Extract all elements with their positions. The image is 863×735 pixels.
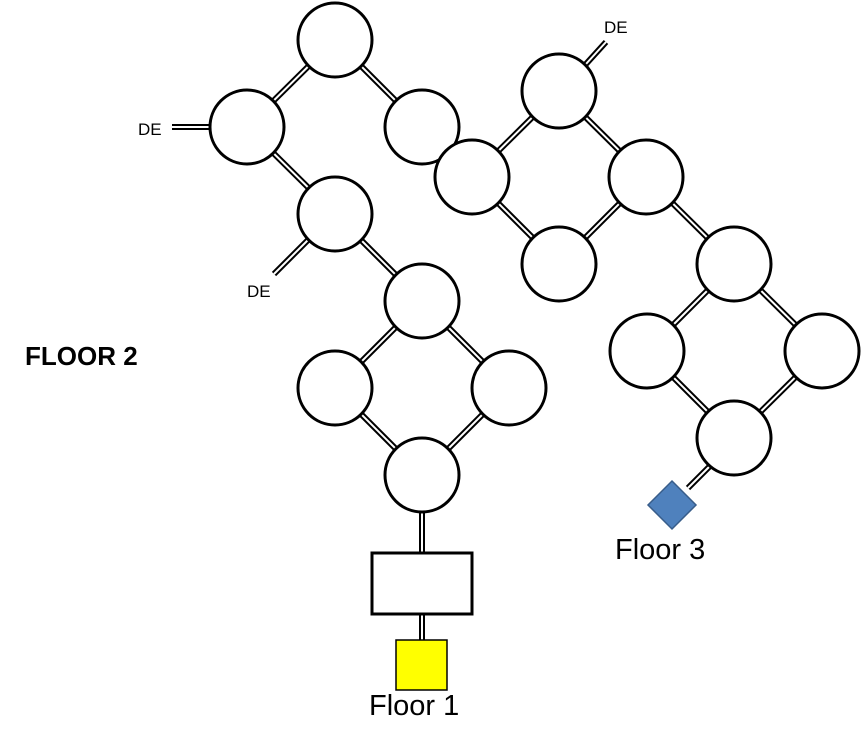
room-d[interactable] <box>296 175 374 253</box>
room-c[interactable] <box>383 88 461 166</box>
room-a[interactable] <box>296 1 374 79</box>
dead-end-hall-north <box>583 39 609 67</box>
rooms <box>208 1 861 514</box>
room-k[interactable] <box>607 138 685 216</box>
room-h[interactable] <box>383 436 461 514</box>
stairwell-room[interactable] <box>370 551 474 616</box>
dead-end-label-west: DE <box>138 120 162 139</box>
dead-end-label-north: DE <box>604 18 628 37</box>
floor-1-link-label[interactable]: Floor 1 <box>369 690 459 722</box>
room-i[interactable] <box>433 138 511 216</box>
floor-title: FLOOR 2 <box>25 341 138 371</box>
room-g[interactable] <box>470 349 548 427</box>
room-m[interactable] <box>695 225 773 303</box>
dead-end-label-southwest: DE <box>247 282 271 301</box>
hall-to-floor-3 <box>685 461 715 491</box>
room-l[interactable] <box>520 225 598 303</box>
floor-3-link-label[interactable]: Floor 3 <box>615 534 705 566</box>
room-p[interactable] <box>695 399 773 477</box>
room-b[interactable] <box>208 88 286 166</box>
room-j[interactable] <box>520 52 598 130</box>
room-o[interactable] <box>783 312 861 390</box>
room-n[interactable] <box>608 312 686 390</box>
floor-1-stairs[interactable] <box>395 639 448 691</box>
room-e[interactable] <box>383 262 461 340</box>
dead-end-hall-southwest <box>271 237 311 277</box>
room-f[interactable] <box>296 349 374 427</box>
floor-3-stairs[interactable] <box>646 479 698 531</box>
